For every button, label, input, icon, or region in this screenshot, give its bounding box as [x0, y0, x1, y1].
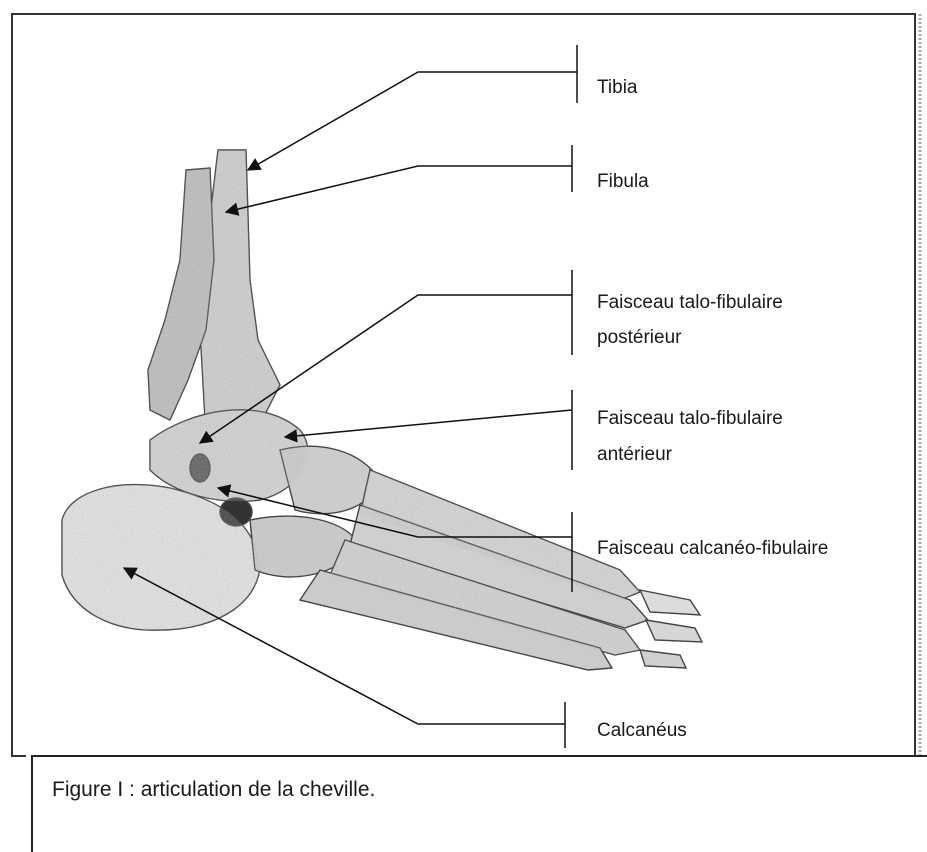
outer-frame — [12, 14, 920, 852]
label-talo-fib-ant-1: Faisceau talo-fibulaire — [597, 404, 783, 433]
label-talo-fib-ant-2: antérieur — [597, 440, 672, 469]
label-talo-fib-post-1: Faisceau talo-fibulaire — [597, 288, 783, 317]
fibula-leader — [226, 166, 572, 212]
label-calcaneus: Calcanéus — [597, 716, 687, 745]
caption-box — [32, 756, 927, 852]
label-fibula: Fibula — [597, 167, 649, 196]
figure-caption: Figure I : articulation de la cheville. — [52, 778, 375, 802]
talo-fib-ant-leader — [285, 410, 572, 437]
label-talo-fib-post-2: postérieur — [597, 323, 682, 352]
tibia-leader — [248, 72, 577, 170]
label-calc-fib: Faisceau calcanéo-fibulaire — [597, 534, 828, 563]
label-tibia: Tibia — [597, 73, 637, 102]
